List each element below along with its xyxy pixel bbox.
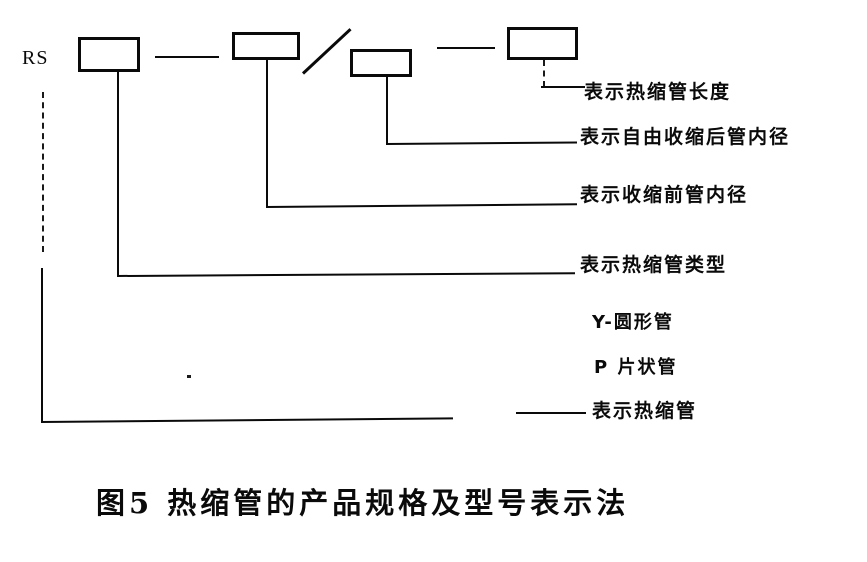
separator-dash-2 xyxy=(437,47,495,49)
leader-horizontal-tube xyxy=(40,417,453,423)
leader-horizontal-dia-before xyxy=(265,203,577,208)
leader-vertical-tube-upper xyxy=(42,92,44,252)
separator-dash-1 xyxy=(155,56,219,58)
box-inner-dia-pre[interactable] xyxy=(232,32,300,60)
scan-speck xyxy=(187,375,191,378)
prefix-code-label: RS xyxy=(22,47,49,69)
leader-vertical-length xyxy=(543,60,545,87)
separator-slash-icon xyxy=(301,28,352,75)
anno-dia-before: 表示收缩前管内径 xyxy=(580,184,749,206)
leader-horizontal-tube-type xyxy=(116,272,575,277)
leader-vertical-tube-lower xyxy=(41,268,43,423)
anno-tube: 表示热缩管 xyxy=(592,400,698,422)
leader-vertical-tube-type xyxy=(117,72,119,277)
anno-length: 表示热缩管长度 xyxy=(584,81,732,103)
box-length[interactable] xyxy=(507,27,578,60)
box-type[interactable] xyxy=(78,37,140,72)
anno-dia-after: 表示自由收缩后管内径 xyxy=(580,126,791,148)
anno-tube-type: 表示热缩管类型 xyxy=(580,254,728,276)
type-round: Y-圆形管 xyxy=(592,312,674,333)
figure-caption: 图5 热缩管的产品规格及型号表示法 xyxy=(96,486,630,520)
leader-vertical-dia-before xyxy=(266,60,268,208)
box-inner-dia-post[interactable] xyxy=(350,49,412,77)
leader-horizontal-length xyxy=(541,86,585,88)
leader-dash-tube xyxy=(516,412,586,414)
type-flat: P 片状管 xyxy=(594,357,678,378)
leader-horizontal-dia-after xyxy=(385,141,578,145)
leader-vertical-dia-after xyxy=(386,76,388,145)
